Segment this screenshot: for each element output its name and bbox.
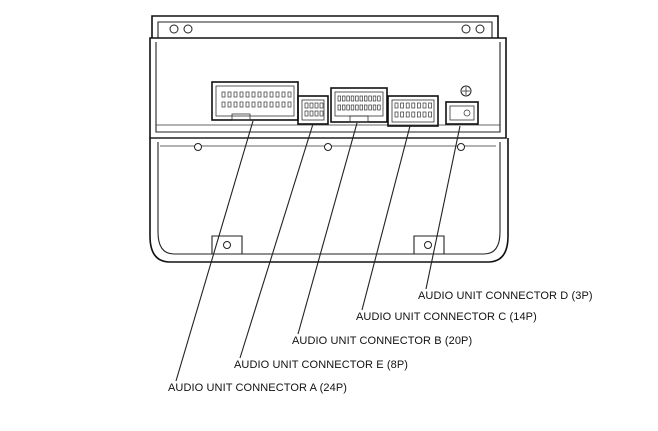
connector-pin xyxy=(233,91,238,98)
connector-pin xyxy=(275,91,280,98)
unit-body xyxy=(149,37,507,139)
connector-pin xyxy=(405,102,410,109)
connector-pin xyxy=(394,111,399,118)
connector-pin xyxy=(368,95,372,102)
connector-pin xyxy=(372,95,377,102)
connector-pin xyxy=(355,95,359,102)
connector-pin xyxy=(251,91,256,98)
connector-d xyxy=(445,85,479,125)
connector-pin xyxy=(239,101,244,108)
connector-pin xyxy=(372,104,377,111)
connector-pin xyxy=(281,91,286,98)
connector-pin xyxy=(269,101,274,108)
connector-e xyxy=(297,95,329,125)
connector-pin xyxy=(314,102,319,109)
connector-pin xyxy=(227,91,232,98)
connector-pin xyxy=(281,101,286,108)
connector-pin xyxy=(400,102,404,109)
connector-a xyxy=(211,81,299,121)
connector-pin xyxy=(319,110,324,117)
connector-pin xyxy=(422,111,427,118)
connector-pin xyxy=(364,104,368,111)
label-connector-c: AUDIO UNIT CONNECTOR C (14P) xyxy=(356,311,537,323)
connector-pin xyxy=(263,101,268,108)
connector-c xyxy=(387,95,439,127)
connector-pin xyxy=(239,91,244,98)
connector-pin xyxy=(245,91,250,98)
connector-pin xyxy=(346,95,350,102)
connector-pin xyxy=(400,111,404,118)
connector-pin xyxy=(422,102,427,109)
lower-housing xyxy=(149,138,509,263)
connector-pin xyxy=(377,104,381,111)
connector-pin xyxy=(251,101,256,108)
connector-pin xyxy=(428,102,432,109)
connector-pin xyxy=(359,104,363,111)
connector-pin xyxy=(342,104,346,111)
connector-pin xyxy=(377,95,381,102)
leader-line-b xyxy=(297,122,358,335)
connector-pin xyxy=(350,95,355,102)
connector-pin xyxy=(411,111,416,118)
connector-pin xyxy=(309,102,314,109)
connector-pin xyxy=(269,91,274,98)
leader-line-e xyxy=(239,123,314,359)
label-connector-e: AUDIO UNIT CONNECTOR E (8P) xyxy=(234,359,409,371)
connector-pin xyxy=(355,104,359,111)
connector-pin xyxy=(275,101,280,108)
connector-pin xyxy=(417,102,421,109)
connector-pin xyxy=(257,91,262,98)
leader-line-a xyxy=(175,120,254,382)
connector-pin xyxy=(309,110,314,117)
connector-pin xyxy=(287,91,292,98)
connector-pin xyxy=(405,111,410,118)
connector-pin xyxy=(350,104,355,111)
connector-pin xyxy=(417,111,421,118)
connector-pin xyxy=(263,91,268,98)
connector-pin xyxy=(346,104,350,111)
label-connector-d: AUDIO UNIT CONNECTOR D (3P) xyxy=(418,290,593,302)
connector-pin xyxy=(304,102,309,109)
connector-pin xyxy=(233,101,238,108)
connector-pin xyxy=(319,102,324,109)
connector-pin xyxy=(257,101,262,108)
label-connector-a: AUDIO UNIT CONNECTOR A (24P) xyxy=(168,382,348,394)
connector-pin xyxy=(337,95,341,102)
connector-pin xyxy=(359,95,363,102)
connector-pin xyxy=(337,104,341,111)
connector-pin xyxy=(314,110,319,117)
connector-pin xyxy=(221,91,226,98)
connector-b xyxy=(330,87,388,123)
connector-pin xyxy=(428,111,432,118)
top-bracket xyxy=(151,15,499,38)
connector-pin xyxy=(287,101,292,108)
connector-pin xyxy=(368,104,372,111)
connector-pin xyxy=(304,110,309,117)
connector-pin xyxy=(342,95,346,102)
connector-pin xyxy=(364,95,368,102)
label-connector-b: AUDIO UNIT CONNECTOR B (20P) xyxy=(292,335,473,347)
connector-pin xyxy=(245,101,250,108)
leader-line-d xyxy=(425,125,461,290)
leader-lines xyxy=(175,120,461,382)
connector-pin xyxy=(221,101,226,108)
connector-pin xyxy=(394,102,399,109)
connector-pin xyxy=(411,102,416,109)
connector-pin xyxy=(227,101,232,108)
leader-line-c xyxy=(361,125,411,311)
